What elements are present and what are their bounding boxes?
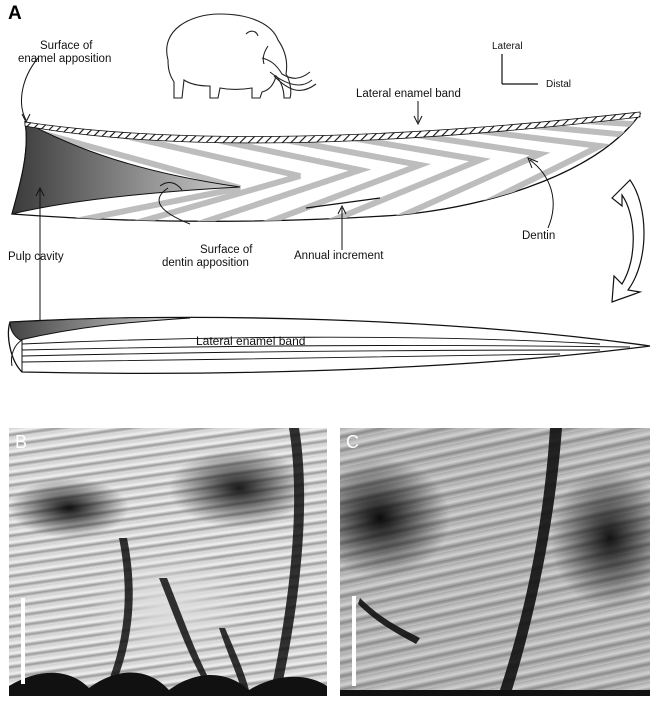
panel-b-letter: B — [15, 432, 27, 453]
label-lateral-enamel-band-top: Lateral enamel band — [356, 88, 461, 101]
panel-b-micrograph: B — [9, 428, 327, 696]
lower-tusk — [9, 317, 651, 373]
panel-b-crack-lines — [9, 428, 327, 696]
mammoth-icon — [167, 14, 316, 98]
label-surface-dentin-2: dentin apposition — [162, 257, 249, 270]
label-annual-increment: Annual increment — [294, 250, 384, 263]
label-surface-enamel-1: Surface of — [40, 40, 92, 53]
panel-c-micrograph: C — [340, 428, 650, 696]
compass-arrows — [502, 54, 538, 84]
panel-c-crack-lines — [340, 428, 650, 696]
label-compass-lateral: Lateral — [492, 40, 523, 53]
panel-c-letter: C — [346, 432, 359, 453]
label-surface-dentin-1: Surface of — [200, 244, 252, 257]
rotation-arrow — [612, 180, 644, 302]
panel-a-letter: A — [8, 3, 22, 25]
label-pulp-cavity: Pulp cavity — [8, 251, 64, 264]
label-surface-enamel-2: enamel apposition — [18, 53, 111, 66]
label-dentin: Dentin — [522, 230, 555, 243]
label-compass-distal: Distal — [546, 78, 571, 91]
upper-tusk — [12, 112, 656, 254]
label-lateral-enamel-band-bottom: Lateral enamel band — [196, 335, 305, 348]
